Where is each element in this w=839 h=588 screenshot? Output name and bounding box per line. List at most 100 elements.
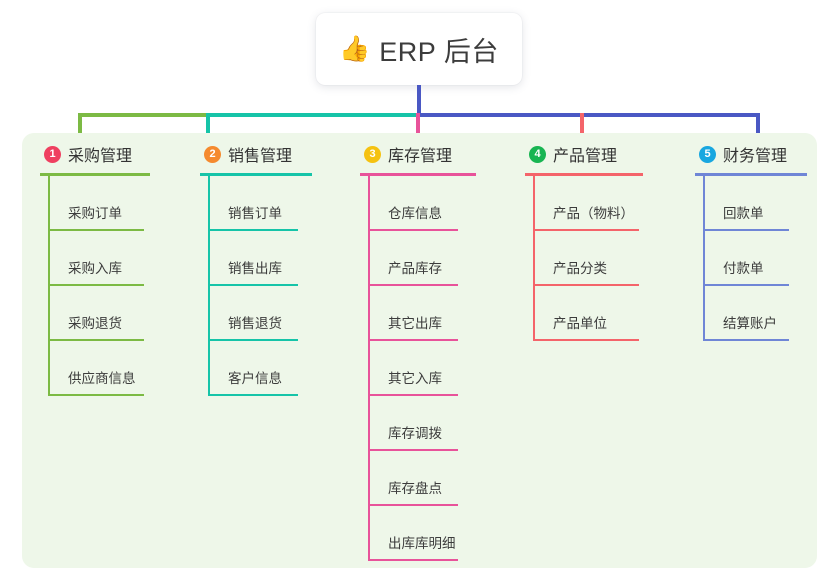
list-item-rule — [703, 339, 789, 341]
list-item-label: 其它出库 — [388, 316, 442, 331]
list-item[interactable]: 采购入库 — [40, 231, 150, 286]
list-item-label: 采购订单 — [68, 206, 122, 221]
drop-col-1 — [78, 113, 82, 141]
list-item-label: 客户信息 — [228, 371, 282, 386]
list-item[interactable]: 产品单位 — [525, 286, 643, 341]
list-item-label: 库存调拨 — [388, 426, 442, 441]
list-item[interactable]: 回款单 — [695, 176, 807, 231]
list-item[interactable]: 供应商信息 — [40, 341, 150, 396]
drop-col-4 — [580, 113, 584, 141]
column-spine — [48, 176, 50, 396]
list-item[interactable]: 产品库存 — [360, 231, 476, 286]
blue-bus — [416, 113, 760, 117]
list-item[interactable]: 销售订单 — [200, 176, 312, 231]
list-item[interactable]: 其它出库 — [360, 286, 476, 341]
list-item-label: 出库库明细 — [388, 536, 456, 551]
column-header-rule — [695, 173, 807, 176]
list-item[interactable]: 付款单 — [695, 231, 807, 286]
list-item-label: 采购入库 — [68, 261, 122, 276]
list-item-label: 付款单 — [723, 261, 764, 276]
column-badge-3: 3 — [364, 145, 381, 163]
list-item-rule — [368, 284, 458, 286]
list-item[interactable]: 结算账户 — [695, 286, 807, 341]
list-item-rule — [703, 284, 789, 286]
list-item-rule — [533, 284, 639, 286]
list-item-label: 销售出库 — [228, 261, 282, 276]
list-item[interactable]: 其它入库 — [360, 341, 476, 396]
list-item[interactable]: 采购退货 — [40, 286, 150, 341]
list-item-label: 采购退货 — [68, 316, 122, 331]
list-item-label: 结算账户 — [723, 316, 777, 331]
column-items: 回款单付款单结算账户 — [695, 176, 807, 341]
list-item-rule — [368, 559, 458, 561]
column-title: 财务管理 — [723, 148, 788, 165]
column-title: 销售管理 — [228, 148, 293, 165]
list-item-label: 其它入库 — [388, 371, 442, 386]
list-item-rule — [48, 284, 144, 286]
list-item-rule — [533, 229, 639, 231]
column-header-rule — [200, 173, 312, 176]
list-item-rule — [703, 229, 789, 231]
column-header-rule — [40, 173, 150, 176]
list-item[interactable]: 产品分类 — [525, 231, 643, 286]
list-item-rule — [208, 284, 298, 286]
list-item-rule — [368, 229, 458, 231]
list-item-rule — [368, 449, 458, 451]
list-item-label: 产品单位 — [553, 316, 607, 331]
list-item-label: 销售订单 — [228, 206, 282, 221]
list-item-label: 仓库信息 — [388, 206, 442, 221]
list-item-rule — [208, 394, 298, 396]
drop-col-5 — [756, 113, 760, 141]
list-item-label: 回款单 — [723, 206, 764, 221]
list-item-rule — [368, 339, 458, 341]
list-item[interactable]: 销售退货 — [200, 286, 312, 341]
teal-bus — [206, 113, 418, 117]
list-item[interactable]: 销售出库 — [200, 231, 312, 286]
list-item-label: 产品（物料） — [553, 206, 634, 221]
list-item[interactable]: 采购订单 — [40, 176, 150, 231]
list-item[interactable]: 库存盘点 — [360, 451, 476, 506]
list-item-rule — [208, 229, 298, 231]
column-badge-4: 4 — [529, 145, 546, 163]
list-item-rule — [48, 229, 144, 231]
thumbs-up-icon: 👍 — [339, 34, 371, 63]
diagram-panel — [22, 133, 817, 568]
list-item[interactable]: 仓库信息 — [360, 176, 476, 231]
column-spine — [533, 176, 535, 341]
column-spine — [208, 176, 210, 396]
column-items: 仓库信息产品库存其它出库其它入库库存调拨库存盘点出库库明细 — [360, 176, 476, 561]
list-item[interactable]: 库存调拨 — [360, 396, 476, 451]
list-item-label: 产品分类 — [553, 261, 607, 276]
list-item-rule — [48, 339, 144, 341]
column-header-5[interactable]: 5 财务管理 — [695, 141, 807, 167]
root-node-card[interactable]: 👍 ERP 后台 — [316, 13, 522, 85]
list-item[interactable]: 产品（物料） — [525, 176, 643, 231]
list-item[interactable]: 出库库明细 — [360, 506, 476, 561]
root-node-title: ERP 后台 — [379, 36, 499, 67]
column-badge-1: 1 — [44, 145, 61, 163]
column-财务管理: 5 财务管理回款单付款单结算账户 — [695, 141, 807, 341]
list-item-label: 产品库存 — [388, 261, 442, 276]
list-item-label: 销售退货 — [228, 316, 282, 331]
drop-col-2 — [206, 113, 210, 141]
list-item-rule — [368, 394, 458, 396]
column-header-rule — [360, 173, 476, 176]
list-item-rule — [368, 504, 458, 506]
list-item-rule — [208, 339, 298, 341]
list-item-label: 库存盘点 — [388, 481, 442, 496]
column-badge-5: 5 — [699, 145, 716, 163]
list-item[interactable]: 客户信息 — [200, 341, 312, 396]
column-header-rule — [525, 173, 643, 176]
list-item-rule — [48, 394, 144, 396]
list-item-rule — [533, 339, 639, 341]
column-items: 销售订单销售出库销售退货客户信息 — [200, 176, 312, 396]
column-items: 产品（物料） 产品分类产品单位 — [525, 176, 643, 341]
drop-col-3 — [416, 113, 420, 141]
